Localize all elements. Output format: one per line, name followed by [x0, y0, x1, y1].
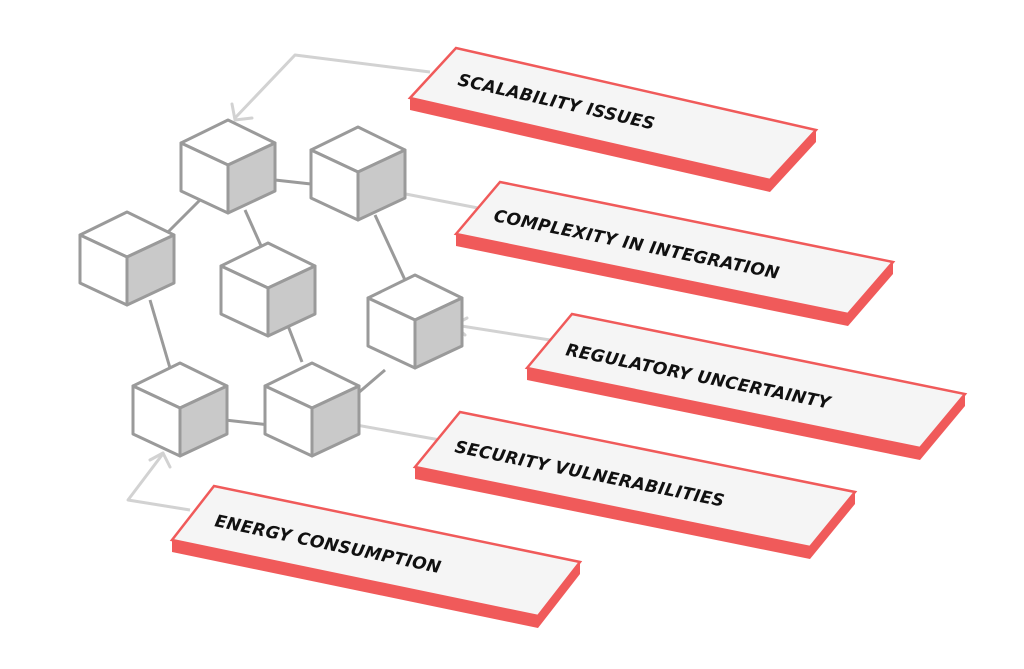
network-link	[243, 209, 264, 249]
challenge-card-complexity: COMPLEXITY IN INTEGRATION	[453, 180, 896, 326]
connector-regulatory	[454, 323, 551, 342]
blockchain-block-icon	[366, 273, 464, 370]
arrow-to-cube-icon	[230, 102, 254, 122]
blockchain-block-icon	[78, 210, 176, 307]
blockchain-network	[78, 118, 464, 458]
challenge-card-scalability: SCALABILITY ISSUES	[407, 46, 819, 192]
challenge-card-energy: ENERGY CONSUMPTION	[169, 484, 583, 628]
network-link	[224, 418, 271, 427]
challenge-labels: SCALABILITY ISSUES COMPLEXITY IN INTEGRA…	[169, 46, 968, 628]
connector-scalability	[233, 53, 431, 120]
blockchain-block-icon	[309, 125, 407, 222]
blockchain-block-icon	[179, 118, 277, 215]
challenge-card-security: SECURITY VULNERABILITIES	[412, 410, 858, 559]
blockchain-block-icon	[263, 361, 361, 458]
connector-energy	[126, 454, 191, 512]
network-link	[148, 299, 172, 369]
blockchain-block-icon	[219, 241, 317, 338]
arrow-to-cube-icon	[148, 451, 172, 469]
network-link	[373, 214, 407, 281]
blockchain-block-icon	[131, 361, 229, 458]
connector-security	[344, 421, 441, 442]
